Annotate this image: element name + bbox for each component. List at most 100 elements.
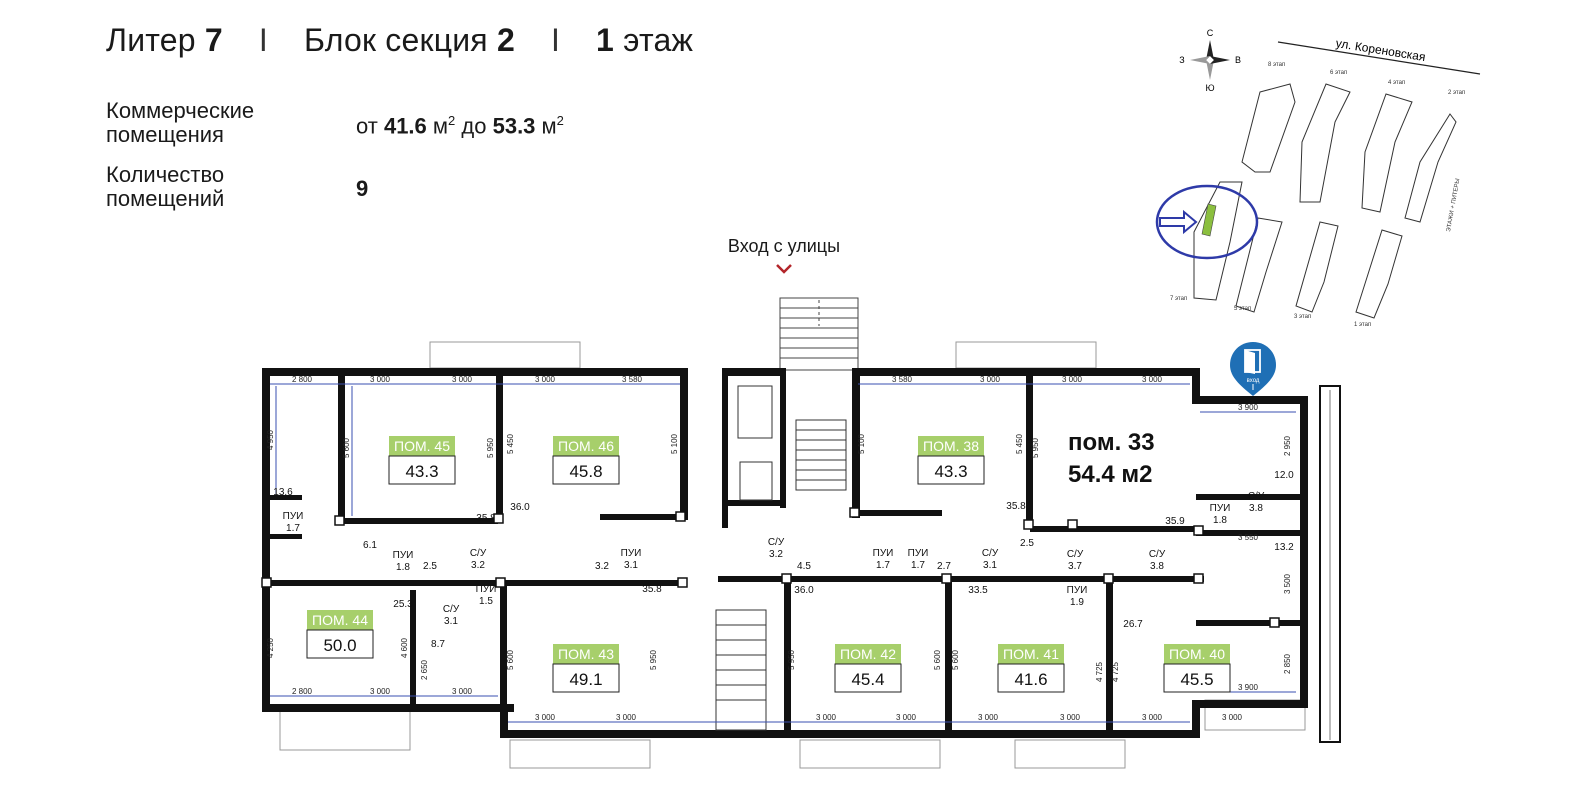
room-46[interactable]: ПОМ. 46 45.8: [552, 436, 620, 485]
building-blocks: [1193, 83, 1457, 319]
arrow-right-icon: [1159, 209, 1198, 235]
count-label: Количество помещений: [106, 163, 224, 211]
small-room-label: ПУИ: [1067, 585, 1088, 596]
floor-value: 1: [596, 22, 615, 58]
compass-n: С: [1207, 28, 1214, 38]
room-44[interactable]: ПОМ. 44 50.0: [306, 610, 374, 659]
corridor-areas: 13.6 6.1 2.5 35.8 36.0 3.2 35.8 25.3 8.7…: [273, 470, 1294, 650]
small-room-label: ПУИ: [393, 550, 414, 561]
dim-label: 2 800: [292, 375, 313, 384]
corridor-area: 33.5: [968, 585, 988, 596]
balconies: [279, 341, 1306, 769]
small-room-area: 1.9: [1070, 597, 1084, 608]
dim-label: 3 000: [370, 375, 391, 384]
small-room-area: 1.8: [1213, 515, 1227, 526]
separator: I: [258, 22, 268, 58]
count-label-line2: помещений: [106, 186, 225, 211]
dim-label: 5 950: [649, 649, 658, 670]
small-room-area: 1.8: [396, 562, 410, 573]
compass-e: В: [1235, 55, 1241, 65]
unit: м: [541, 113, 557, 139]
compass-icon: С Ю З В: [1179, 28, 1241, 93]
unit-sup: 2: [448, 113, 456, 128]
dim-label: 5 950: [787, 649, 796, 670]
corridor-area: 35.8: [476, 513, 496, 524]
dim-label: 5 450: [1015, 433, 1024, 454]
room-title: ПОМ. 42: [840, 646, 896, 662]
room-43[interactable]: ПОМ. 43 49.1: [552, 644, 620, 693]
dim-label: 3 000: [1142, 375, 1163, 384]
small-room-area: 3.8: [1249, 503, 1263, 514]
dim-label: 3 000: [978, 713, 999, 722]
small-room-label: ПУИ: [476, 584, 497, 595]
small-room-area: 1.7: [286, 523, 300, 534]
corridor-area: 36.0: [794, 585, 814, 596]
annotation-line2: 54.4 м2: [1068, 461, 1152, 488]
room-area: 50.0: [323, 636, 356, 655]
liter-label: Литер: [106, 22, 196, 58]
top-dimensions: 2 800 3 000 3 000 3 000 3 580 3 580 3 00…: [292, 375, 1259, 412]
floor-label: этаж: [623, 22, 694, 58]
corridor-area: 13.6: [273, 487, 293, 498]
door-label: вход: [1247, 378, 1260, 384]
vertical-dimensions: 4 950 5 600 5 950 5 450 5 100 5 100 5 45…: [266, 429, 1292, 682]
dim-label: 4 725: [1095, 661, 1104, 682]
door-icon[interactable]: вход: [1228, 340, 1278, 398]
dim-label: 3 000: [535, 713, 556, 722]
range-from: от: [356, 113, 378, 139]
wall-fixtures: [261, 507, 1280, 628]
liter-group: Литер 7: [106, 22, 223, 59]
stage-label: 3 этап: [1294, 314, 1311, 320]
dim-label: 4 950: [266, 429, 275, 450]
range-max: 53.3: [492, 113, 536, 139]
room-38[interactable]: ПОМ. 38 43.3: [917, 436, 985, 485]
small-room-label: С/У: [443, 604, 460, 615]
commercial-label-line2: помещения: [106, 122, 224, 147]
dim-label: 3 000: [1062, 375, 1083, 384]
dim-label: 3 580: [892, 375, 913, 384]
walls: [262, 368, 1308, 738]
room-45[interactable]: ПОМ. 45 43.3: [388, 436, 456, 485]
corridor-area: 35.8: [642, 584, 662, 595]
small-room-label: ПУИ: [283, 511, 304, 522]
corridor-area: 13.2: [1274, 542, 1294, 553]
small-room-label: ПУИ: [621, 548, 642, 559]
side-label: ЭТАЖИ + ПИТЕРЫ: [1446, 178, 1461, 232]
range-to: до: [461, 113, 487, 139]
room-33-annotation: пом. 33 54.4 м2: [1068, 429, 1155, 488]
small-room-area: 3.1: [624, 560, 638, 571]
dim-label: 5 100: [670, 433, 679, 454]
unit: м: [432, 113, 449, 139]
commercial-label: Коммерческие помещения: [106, 99, 254, 147]
small-room-area: 3.1: [444, 616, 458, 627]
room-title: ПОМ. 38: [923, 438, 979, 454]
unit-sup: 2: [556, 113, 564, 128]
room-area: 43.3: [405, 462, 438, 481]
block-group: Блок секция 2: [304, 22, 515, 59]
count-value: 9: [356, 176, 369, 201]
compass-s: Ю: [1205, 83, 1214, 93]
stage-label: 7 этап: [1170, 296, 1187, 302]
small-room-label: С/У: [768, 537, 785, 548]
small-room-label: ПУИ: [908, 548, 929, 559]
site-minimap: С Ю З В ул. Кореновская 8 этап 6 этап 4 …: [1155, 28, 1481, 328]
dim-label: 3 000: [896, 713, 917, 722]
bottom-dimensions: 2 800 3 000 3 000 3 000 3 000 3 000 3 00…: [292, 683, 1259, 722]
utility-rooms: ПУИ 1.7 ПУИ 1.8 С/У 3.2 ПУИ 1.5 С/У 3.1 …: [283, 491, 1265, 627]
room-title: ПОМ. 41: [1003, 646, 1059, 662]
dim-label: 4 725: [1111, 661, 1120, 682]
separator: I: [550, 22, 561, 58]
room-41[interactable]: ПОМ. 41 41.6: [997, 644, 1065, 693]
room-42[interactable]: ПОМ. 42 45.4: [834, 644, 902, 693]
stair-core: [715, 385, 847, 731]
dim-label: 3 000: [452, 375, 473, 384]
small-room-area: 3.2: [471, 560, 485, 571]
small-room-area: 3.1: [983, 560, 997, 571]
dim-label: 3 000: [535, 375, 556, 384]
dim-label: 5 600: [342, 437, 351, 458]
dim-label: 3 000: [1222, 713, 1243, 722]
dim-label: 2 800: [292, 687, 313, 696]
dim-label: 3 000: [1142, 713, 1163, 722]
room-40[interactable]: ПОМ. 40 45.5: [1163, 644, 1231, 693]
